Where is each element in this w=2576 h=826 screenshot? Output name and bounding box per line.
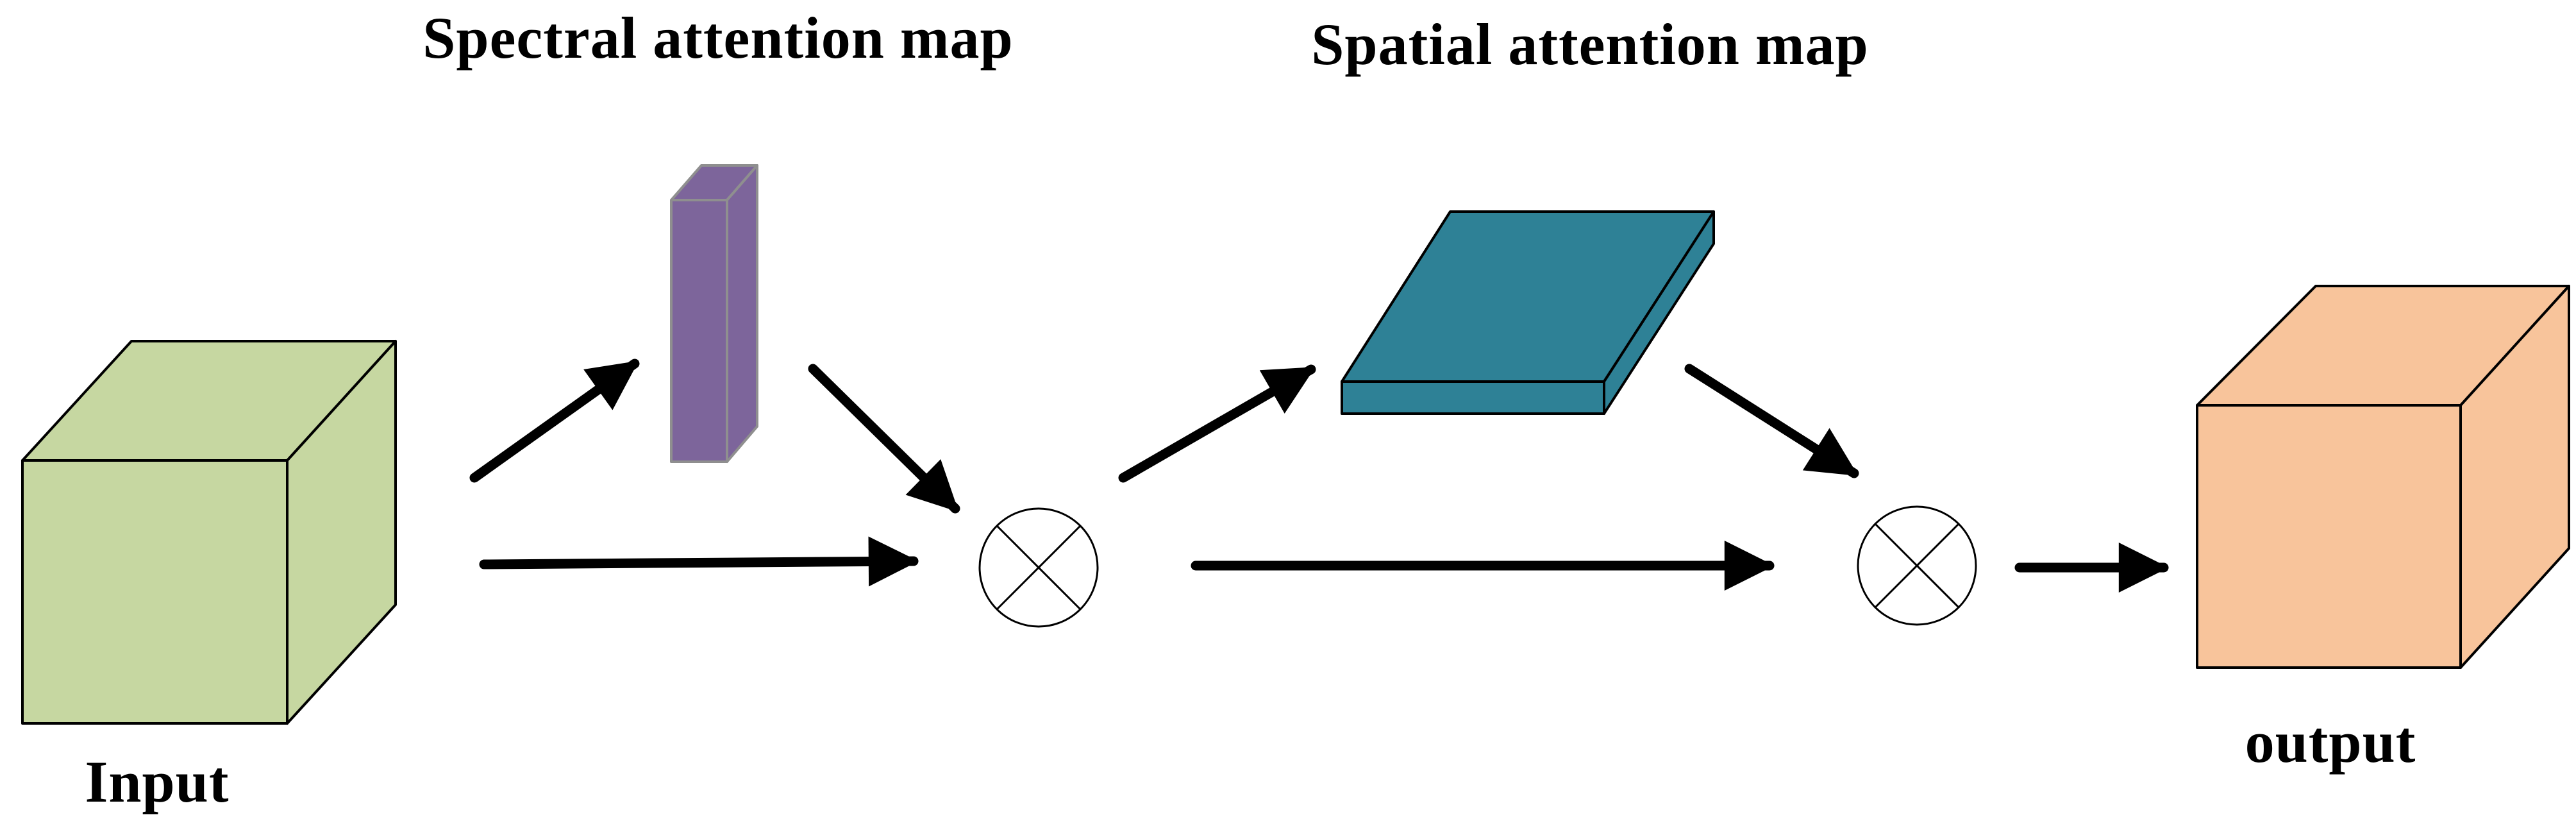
spectral-map-title: Spectral attention map — [422, 5, 1013, 71]
multiply-node-2 — [1857, 505, 1977, 626]
input-cube — [21, 340, 397, 725]
arrow-input-to-spectral — [469, 358, 640, 483]
spatial-slab-front-face — [1341, 380, 1605, 415]
input-label: Input — [85, 749, 230, 814]
spatial-map-title: Spatial attention map — [1311, 12, 1869, 77]
circle-times-cross-b — [1874, 523, 1960, 609]
arrow-multiply-1-to-spatial — [1118, 364, 1316, 483]
output-cube-front-face — [2196, 404, 2462, 669]
output-label: output — [2245, 709, 2416, 775]
arrow-input-to-multiply-1 — [479, 536, 919, 587]
arrow-spatial-to-multiply-2 — [1684, 364, 1859, 478]
multiply-node-1 — [978, 507, 1099, 628]
spectral-bar-side-face — [726, 164, 758, 463]
arrow-spectral-to-multiply-1 — [808, 364, 960, 514]
output-cube — [2196, 285, 2570, 669]
input-cube-front-face — [21, 459, 289, 725]
spatial-slab — [1341, 210, 1715, 415]
circle-times-cross-b — [996, 525, 1082, 611]
spectral-bar-front-face — [670, 199, 728, 463]
spectral-bar — [670, 164, 758, 463]
